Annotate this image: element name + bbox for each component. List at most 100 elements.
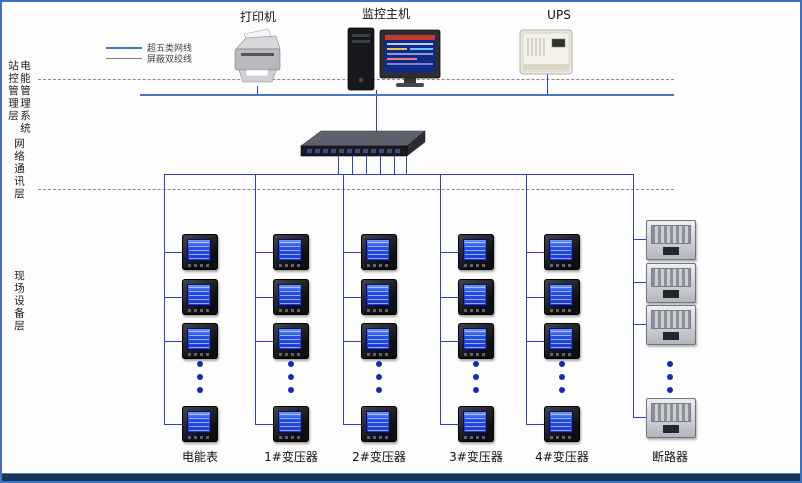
column-trunk-wire-6 xyxy=(633,174,634,417)
ups-label: UPS xyxy=(547,8,571,22)
switch-stub-wire-3 xyxy=(366,156,367,174)
meter-screen xyxy=(463,411,487,433)
shielded-pair-line-sample xyxy=(106,58,142,59)
meter-screen xyxy=(278,284,302,306)
host-switch-uplink-wire xyxy=(376,90,377,142)
device-stub-wire-3-2 xyxy=(343,297,361,298)
meter-screen xyxy=(187,328,211,350)
power-meter xyxy=(273,234,309,270)
layer-separator-2 xyxy=(38,189,674,190)
meter-screen xyxy=(549,239,573,261)
ellipsis-dot xyxy=(376,387,382,393)
device-stub-wire-4-2 xyxy=(440,297,458,298)
ellipsis-dot xyxy=(288,374,294,380)
circuit-breaker xyxy=(646,263,696,303)
meter-screen xyxy=(549,284,573,306)
meter-screen xyxy=(366,411,390,433)
legend-item-cat5e: 超五类网线 xyxy=(106,42,192,54)
device-stub-wire-2-3 xyxy=(255,341,273,342)
power-meter xyxy=(273,279,309,315)
ellipsis-dot xyxy=(473,374,479,380)
ellipsis-dot xyxy=(559,387,565,393)
device-stub-wire-3-1 xyxy=(343,252,361,253)
layer-label-station-management: 站控管理层 xyxy=(7,60,19,123)
cat5e-line-sample xyxy=(106,46,142,49)
column-label-transformer-3: 3#变压器 xyxy=(449,450,503,464)
device-stub-wire-4-1 xyxy=(440,252,458,253)
device-stub-wire-5-2 xyxy=(526,297,544,298)
column-trunk-wire-2 xyxy=(255,174,256,424)
meter-screen xyxy=(366,328,390,350)
device-stub-wire-1-2 xyxy=(164,297,182,298)
ups-icon xyxy=(519,29,573,75)
ellipsis-dot xyxy=(473,361,479,367)
device-stub-wire-5-1 xyxy=(526,252,544,253)
device-stub-wire-5-3 xyxy=(526,341,544,342)
device-stub-wire-2-1 xyxy=(255,252,273,253)
ethernet-bus-line xyxy=(140,94,674,96)
device-stub-wire-6-1 xyxy=(633,239,646,240)
switch-stub-wire-2 xyxy=(352,156,353,174)
device-stub-wire-2-2 xyxy=(255,297,273,298)
fanout-bus-wire xyxy=(164,174,634,175)
column-trunk-wire-3 xyxy=(343,174,344,424)
printer-icon xyxy=(234,28,281,83)
power-meter xyxy=(544,234,580,270)
power-meter xyxy=(273,406,309,442)
device-stub-wire-1-1 xyxy=(164,252,182,253)
meter-screen xyxy=(187,284,211,306)
column-label-transformer-2: 2#变压器 xyxy=(352,450,406,464)
switch-stub-wire-6 xyxy=(406,156,407,174)
layer-label-energy-management: 电能管理系统 xyxy=(19,60,31,135)
device-stub-wire-6-4 xyxy=(633,417,646,418)
printer-drop-wire xyxy=(257,86,258,95)
circuit-breaker xyxy=(646,398,696,438)
monitoring-host-icon xyxy=(347,27,441,91)
ellipsis-dot xyxy=(288,387,294,393)
meter-screen xyxy=(278,239,302,261)
meter-screen xyxy=(549,328,573,350)
ups-drop-wire xyxy=(547,74,548,95)
circuit-breaker xyxy=(646,305,696,345)
switch-stub-wire-5 xyxy=(394,156,395,174)
device-stub-wire-3-4 xyxy=(343,424,361,425)
ellipsis-dot xyxy=(559,374,565,380)
device-stub-wire-5-4 xyxy=(526,424,544,425)
legend-label-shielded-pair: 屏蔽双绞线 xyxy=(147,55,193,65)
meter-screen xyxy=(187,239,211,261)
power-meter xyxy=(361,279,397,315)
ellipsis-dot xyxy=(559,361,565,367)
meter-screen xyxy=(549,411,573,433)
column-label-energy-meter: 电能表 xyxy=(181,450,219,464)
device-stub-wire-6-2 xyxy=(633,282,646,283)
column-trunk-wire-4 xyxy=(440,174,441,424)
power-meter xyxy=(544,323,580,359)
meter-screen xyxy=(366,239,390,261)
legend-item-shielded-pair: 屏蔽双绞线 xyxy=(106,53,193,65)
ellipsis-dot xyxy=(197,387,203,393)
power-meter xyxy=(544,279,580,315)
power-meter xyxy=(182,406,218,442)
meter-screen xyxy=(278,411,302,433)
power-meter xyxy=(361,406,397,442)
device-stub-wire-3-3 xyxy=(343,341,361,342)
power-meter xyxy=(458,279,494,315)
meter-screen xyxy=(187,411,211,433)
monitoring-host-label: 监控主机 xyxy=(361,7,411,21)
network-switch-icon xyxy=(300,130,426,157)
printer-label: 打印机 xyxy=(239,10,277,24)
power-meter xyxy=(361,234,397,270)
column-label-circuit-breaker: 断路器 xyxy=(651,450,689,464)
power-meter xyxy=(182,279,218,315)
power-meter xyxy=(544,406,580,442)
power-meter xyxy=(458,323,494,359)
bottom-border-band xyxy=(2,473,800,481)
meter-screen xyxy=(278,328,302,350)
switch-stub-wire-1 xyxy=(338,156,339,174)
power-meter xyxy=(182,323,218,359)
column-label-transformer-1: 1#变压器 xyxy=(264,450,318,464)
ellipsis-dot xyxy=(376,361,382,367)
meter-screen xyxy=(463,239,487,261)
switch-stub-wire-4 xyxy=(380,156,381,174)
